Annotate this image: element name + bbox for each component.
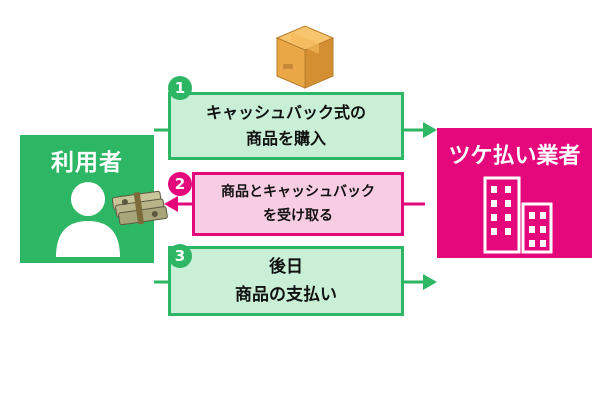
building-icon — [483, 176, 553, 254]
step-2-badge: 2 — [168, 172, 192, 196]
step-1-badge: 1 — [168, 76, 192, 100]
person-icon — [56, 182, 120, 257]
step-1-box: キャッシュバック式の 商品を購入 — [168, 92, 404, 160]
step-1-line1: キャッシュバック式の — [205, 103, 366, 122]
step-2-line1: 商品とキャッシュバック — [221, 184, 375, 200]
step-1-line2: 商品を購入 — [245, 129, 326, 148]
arrow-2-head — [164, 196, 178, 212]
step-3-line1: 後日 — [269, 257, 303, 277]
arrow-3-head — [423, 274, 437, 290]
vendor-title: ツケ払い業者 — [448, 144, 581, 169]
arrow-1-head — [423, 122, 437, 138]
vendor-box: ツケ払い業者 — [437, 128, 592, 258]
step-3-badge: 3 — [168, 244, 192, 268]
user-title: 利用者 — [51, 150, 123, 176]
step-2-line2: を受け取る — [263, 208, 333, 224]
step-2-box: 商品とキャッシュバック を受け取る — [192, 172, 404, 236]
step-3-line2: 商品の支払い — [235, 285, 337, 305]
money-icon — [111, 190, 168, 226]
package-icon — [275, 25, 335, 89]
step-3-box: 後日 商品の支払い — [168, 246, 404, 316]
